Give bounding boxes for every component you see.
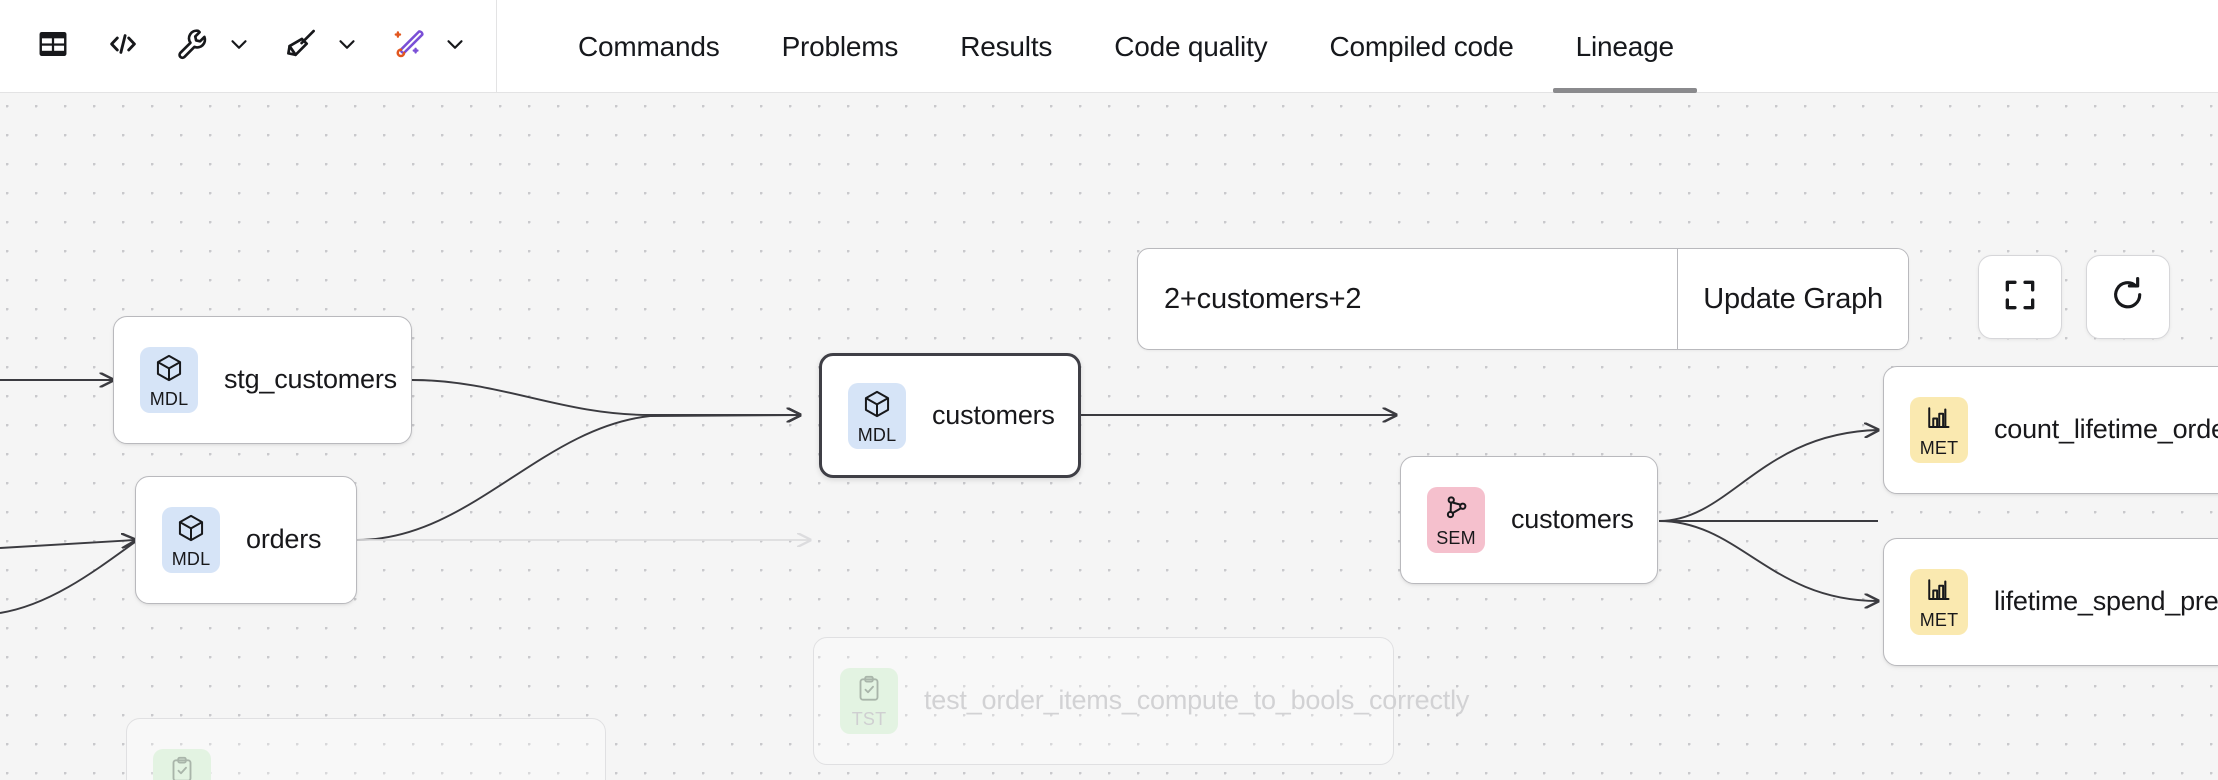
lineage-node-stg-customers[interactable]: MDL stg_customers [113,316,412,444]
chevron-down-icon [334,31,360,62]
refresh-icon [2109,276,2147,319]
badge-label: MDL [857,424,897,445]
tab-label: Lineage [1575,30,1674,62]
tab-label: Code quality [1114,30,1268,62]
node-type-badge-tst: TST [153,749,211,780]
tab-label: Results [960,30,1053,62]
table-view-button[interactable] [26,17,80,77]
wrench-icon [175,26,211,67]
edge-external-orders-2 [0,541,136,614]
lineage-node-count-lifetime-orders[interactable]: MET count_lifetime_orders [1883,366,2218,494]
bar-chart-icon [1924,403,1954,438]
edge-sem-count-lifetime-orders [1658,430,1878,522]
tab-label: Problems [781,30,899,62]
edge-orders-customers [356,415,800,541]
edge-stg-customers-customers [411,379,800,415]
node-type-badge-mdl: MDL [140,347,198,413]
node-type-badge-sem: SEM [1427,487,1485,553]
tab-commands[interactable]: Commands [547,0,751,93]
graph-search-bar: Update Graph [1137,248,1909,350]
format-button[interactable] [274,17,328,77]
ai-assist-button[interactable] [382,17,436,77]
node-type-badge-mdl: MDL [162,507,220,573]
node-label: customers [932,399,1055,430]
update-graph-button[interactable]: Update Graph [1677,249,1908,349]
node-type-badge-mdl: MDL [848,382,906,449]
tab-problems[interactable]: Problems [751,0,930,93]
clipboard-check-icon [854,674,884,709]
tab-lineage[interactable]: Lineage [1545,0,1705,93]
code-icon [105,26,141,67]
tab-results[interactable]: Results [929,0,1083,93]
lineage-node-test-order-items[interactable]: TST test_order_items_compute_to_bools_co… [813,637,1470,765]
network-graph-icon [1441,493,1471,528]
lineage-node-lifetime-spend-pretax[interactable]: MET lifetime_spend_pretax [1883,538,2218,666]
node-label: orders [246,524,322,555]
reset-view-button[interactable] [2086,255,2170,339]
cube-icon [153,352,185,389]
cube-icon [861,388,893,425]
fit-screen-icon [2001,276,2039,319]
node-label: lifetime_spend_pretax [1994,586,2218,617]
clipboard-check-icon [167,755,197,780]
fit-view-button[interactable] [1978,255,2062,339]
node-label: test_order_items_compute_to_bools_correc… [924,685,1470,716]
edge-external-orders-1 [0,540,135,549]
node-label: stg_customers [224,364,397,395]
lineage-canvas[interactable]: MDL stg_customers MDL orders [0,93,2218,780]
edge-sem-lifetime-spend-pretax [1658,520,1878,601]
ai-assist-dropdown-button[interactable] [436,17,474,77]
app-header: Commands Problems Results Code quality C… [0,0,2218,93]
badge-label: TST [851,709,887,729]
node-type-badge-met: MET [1910,569,1968,635]
tab-label: Compiled code [1329,30,1514,62]
build-dropdown-button[interactable] [220,17,258,77]
lineage-node-partial-bottom[interactable]: TST [126,718,606,780]
badge-label: MDL [171,549,211,569]
editor-toolbar [0,0,497,93]
node-label: count_lifetime_orders [1994,414,2218,445]
table-view-icon [36,27,70,66]
tab-compiled-code[interactable]: Compiled code [1298,0,1544,93]
magic-wand-icon [391,26,427,67]
code-button[interactable] [96,17,150,77]
badge-label: SEM [1436,528,1476,548]
tab-code-quality[interactable]: Code quality [1083,0,1298,93]
broom-icon [283,26,319,67]
cube-icon [175,512,207,549]
lineage-node-orders[interactable]: MDL orders [135,476,357,604]
lineage-edges [0,93,2218,614]
tab-bar: Commands Problems Results Code quality C… [497,0,1705,93]
node-type-badge-tst: TST [840,668,898,734]
graph-search-input[interactable] [1138,249,1678,349]
format-dropdown-button[interactable] [328,17,366,77]
badge-label: MDL [149,389,189,409]
lineage-node-customers-model[interactable]: MDL customers [819,353,1081,478]
badge-label: MET [1919,610,1959,630]
chevron-down-icon [226,31,252,62]
node-type-badge-met: MET [1910,397,1968,463]
chevron-down-icon [442,31,468,62]
bar-chart-icon [1924,575,1954,610]
badge-label: MET [1919,438,1959,458]
tab-label: Commands [578,30,720,62]
node-label: customers [1511,504,1634,535]
build-button[interactable] [166,17,220,77]
lineage-node-customers-semantic[interactable]: SEM customers [1400,456,1658,584]
